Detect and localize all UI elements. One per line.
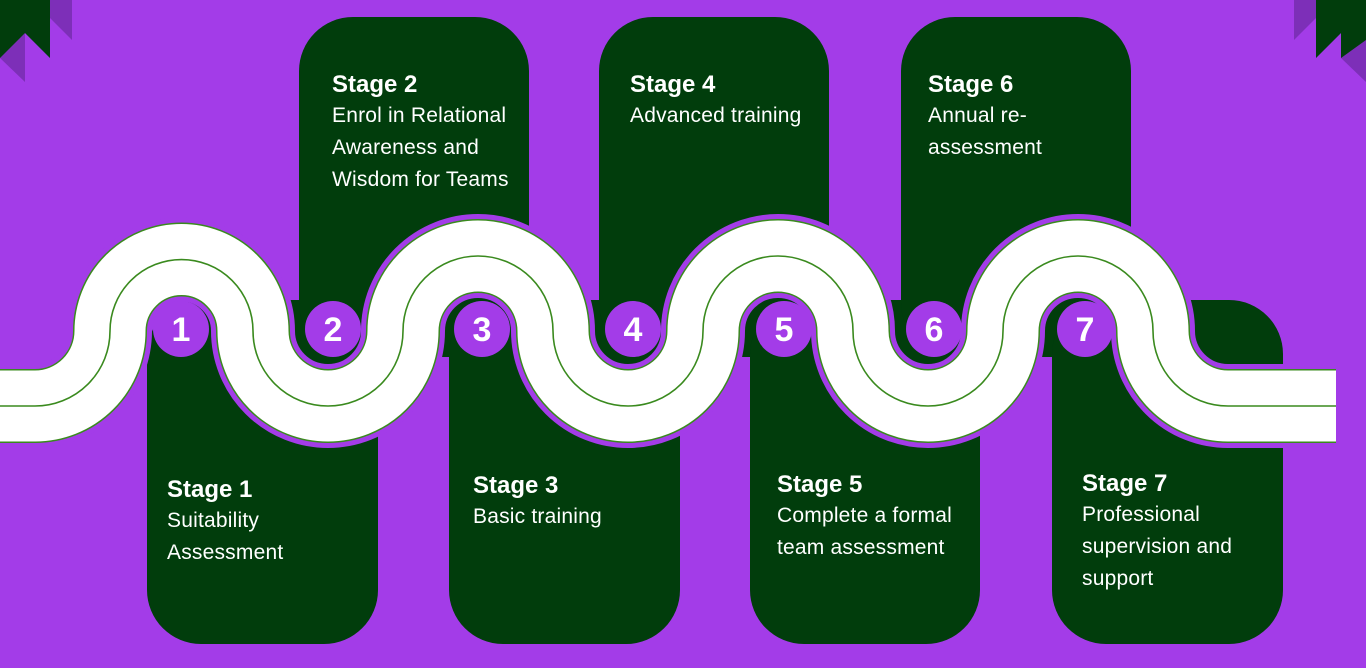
stage-7-text: Stage 7 Professional supervision and sup… bbox=[1082, 469, 1262, 595]
stage-title: Stage 6 bbox=[928, 71, 1014, 98]
stage-title: Stage 7 bbox=[1082, 470, 1168, 497]
badge-number: 1 bbox=[172, 311, 191, 349]
stage-6-text: Stage 6 Annual re-assessment bbox=[928, 70, 1068, 164]
badge-number: 6 bbox=[925, 311, 944, 349]
stage-4-text: Stage 4 Advanced training bbox=[630, 70, 830, 132]
road-center-line bbox=[0, 255, 1366, 407]
ribbon-dark bbox=[1316, 0, 1366, 58]
stage-2-text: Stage 2 Enrol in Relational Awareness an… bbox=[332, 70, 522, 196]
stage-title: Stage 4 bbox=[630, 71, 716, 98]
stage-badge-7: 7 bbox=[1057, 301, 1113, 357]
stage-title: Stage 5 bbox=[777, 471, 863, 498]
stage-title: Stage 2 bbox=[332, 71, 418, 98]
stage-1-text: Stage 1 Suitability Assessment bbox=[167, 475, 367, 569]
stage-title: Stage 3 bbox=[473, 472, 559, 499]
corner-ribbon-top-left bbox=[0, 0, 72, 82]
badge-number: 4 bbox=[624, 311, 643, 349]
ribbon-dark bbox=[0, 0, 50, 58]
badge-circle bbox=[906, 301, 962, 357]
stage-3-text: Stage 3 Basic training bbox=[473, 471, 673, 533]
road-edge-mask bbox=[1336, 360, 1366, 452]
stage-description: Complete a formal team assessment bbox=[777, 504, 952, 559]
stage-description: Annual re-assessment bbox=[928, 104, 1043, 159]
stage-badge-1: 1 bbox=[153, 301, 209, 357]
stage-description: Advanced training bbox=[630, 104, 802, 127]
stage-badge-5: 5 bbox=[756, 301, 812, 357]
stage-badge-3: 3 bbox=[454, 301, 510, 357]
badge-circle bbox=[454, 301, 510, 357]
stage-description: Suitability Assessment bbox=[167, 509, 284, 564]
stage-badge-4: 4 bbox=[605, 301, 661, 357]
stage-5-text: Stage 5 Complete a formal team assessmen… bbox=[777, 470, 973, 564]
stage-title: Stage 1 bbox=[167, 476, 253, 503]
badge-number: 2 bbox=[324, 311, 343, 349]
stage-badge-6: 6 bbox=[906, 301, 962, 357]
stage-description: Basic training bbox=[473, 505, 602, 528]
badge-circle bbox=[305, 301, 361, 357]
badge-number: 7 bbox=[1076, 311, 1095, 349]
badge-number: 5 bbox=[775, 311, 794, 349]
stage-badge-2: 2 bbox=[305, 301, 361, 357]
badge-number: 3 bbox=[473, 311, 492, 349]
stage-description: Professional supervision and support bbox=[1082, 503, 1233, 590]
corner-ribbon-top-right bbox=[1294, 0, 1366, 82]
stage-description: Enrol in Relational Awareness and Wisdom… bbox=[332, 104, 509, 191]
badge-circle bbox=[1057, 301, 1113, 357]
badge-circle bbox=[153, 301, 209, 357]
badge-circle bbox=[756, 301, 812, 357]
winding-road bbox=[0, 214, 1366, 452]
badge-circle bbox=[605, 301, 661, 357]
